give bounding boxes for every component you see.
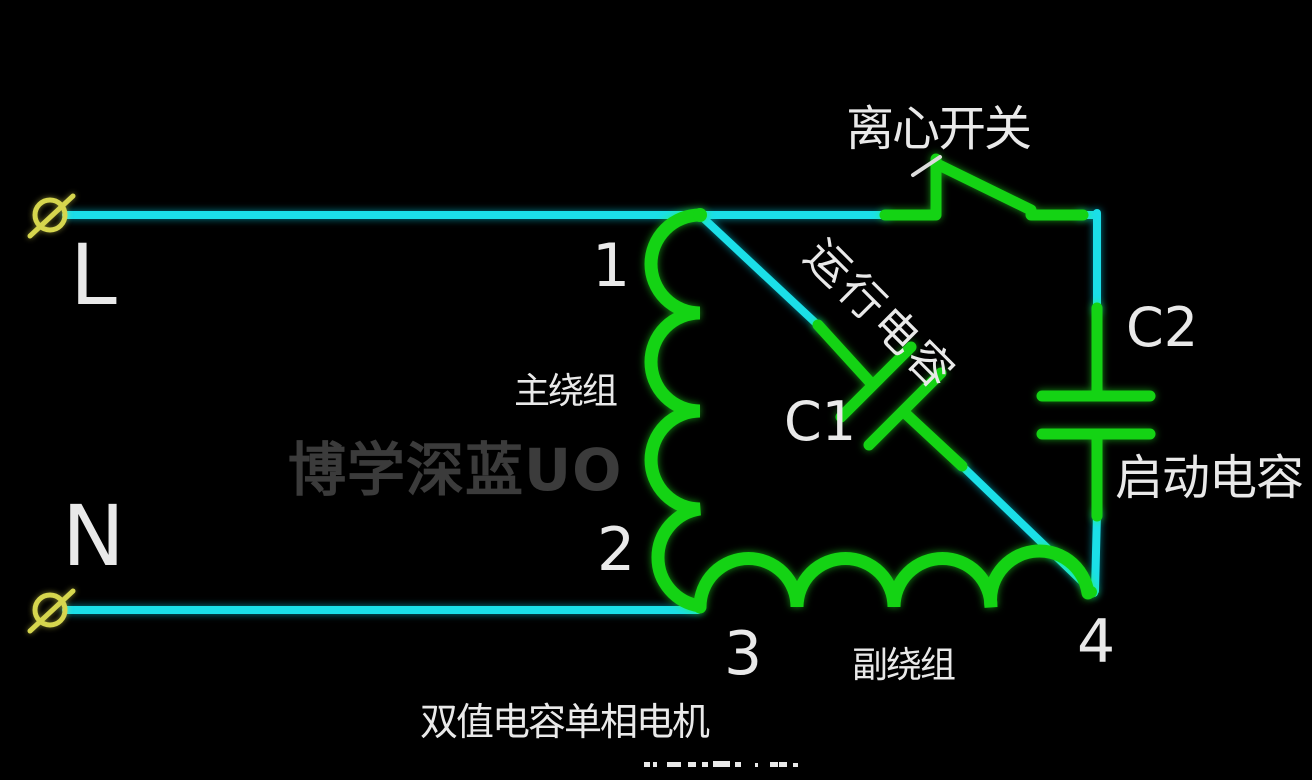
c1-ref-label: C1 bbox=[784, 390, 856, 453]
start-capacitor-label: 启动电容 bbox=[1115, 450, 1303, 506]
node-1-junction bbox=[693, 208, 707, 222]
node-2-label: 2 bbox=[597, 515, 635, 585]
neutral-terminal-icon bbox=[27, 588, 76, 634]
node-1-label: 1 bbox=[592, 231, 630, 301]
run-capacitor-plate-bottom bbox=[863, 367, 947, 451]
c2-ref-label: C2 bbox=[1126, 296, 1198, 359]
switch-pivot-tick-icon bbox=[911, 155, 942, 177]
aux-winding-coil bbox=[693, 544, 1095, 614]
watermark: 博学深蓝UO bbox=[288, 436, 622, 504]
c1-upper-lead bbox=[812, 319, 875, 387]
node-3-label: 3 bbox=[724, 619, 762, 689]
node-4-junction bbox=[1085, 586, 1097, 598]
centrifugal-switch-blade bbox=[933, 159, 1037, 216]
line-terminal-label: L bbox=[70, 226, 117, 324]
c1-lower-lead bbox=[900, 408, 968, 472]
line-terminal-icon bbox=[27, 193, 76, 239]
diagram-caption: 双值电容单相电机 bbox=[420, 700, 710, 744]
run-capacitor-wire-upper bbox=[696, 211, 824, 331]
aux-winding-label: 副绕组 bbox=[852, 645, 955, 686]
centrifugal-switch-label: 离心开关 bbox=[846, 101, 1031, 157]
neutral-terminal-label: N bbox=[62, 487, 125, 585]
run-capacitor-plate-top bbox=[835, 341, 917, 423]
clipped-subtitle-dots bbox=[644, 761, 798, 767]
node-4-label: 4 bbox=[1077, 607, 1115, 677]
main-winding-label: 主绕组 bbox=[514, 371, 617, 412]
start-branch-vertical-lower bbox=[1091, 509, 1101, 595]
main-winding-coil bbox=[644, 208, 707, 613]
